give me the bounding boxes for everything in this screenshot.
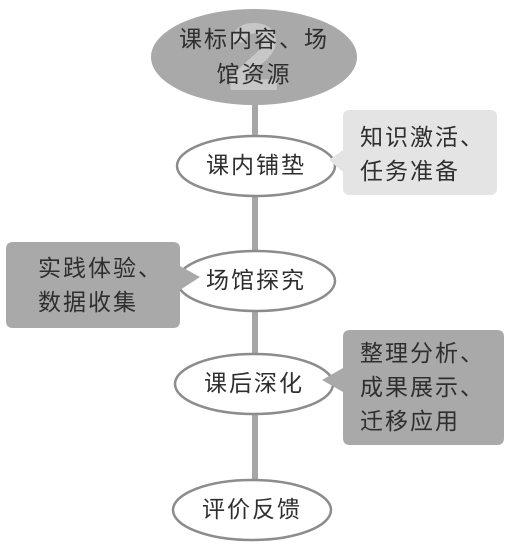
callout-prep-line1: 知识激活、 [360, 125, 485, 151]
source-node [151, 9, 357, 105]
callout-shape-prep [329, 110, 497, 195]
step-label-prep: 课内铺垫 [206, 153, 306, 179]
background-mark: 2 [227, 4, 280, 111]
step-label-feedback: 评价反馈 [202, 497, 302, 523]
callout-shape-deepen [322, 330, 504, 445]
step-label-explore: 场馆探究 [206, 268, 306, 294]
step-label-deepen: 课后深化 [204, 371, 304, 397]
callout-deepen-line1: 整理分析、 [360, 341, 485, 367]
callout-prep-line2: 任务准备 [360, 159, 460, 185]
callout-shape-explore [6, 242, 200, 328]
callout-deepen-line2: 成果展示、 [360, 375, 485, 401]
source-node-line1: 课标内容、场 [179, 27, 329, 53]
step-node-feedback [171, 478, 333, 542]
source-node-line2: 馆资源 [216, 62, 292, 88]
callout-explore-line2: 数据收集 [38, 290, 138, 316]
callout-deepen-line3: 迁移应用 [360, 409, 460, 435]
callout-explore-line1: 实践体验、 [38, 256, 163, 282]
step-node-prep [175, 134, 337, 198]
